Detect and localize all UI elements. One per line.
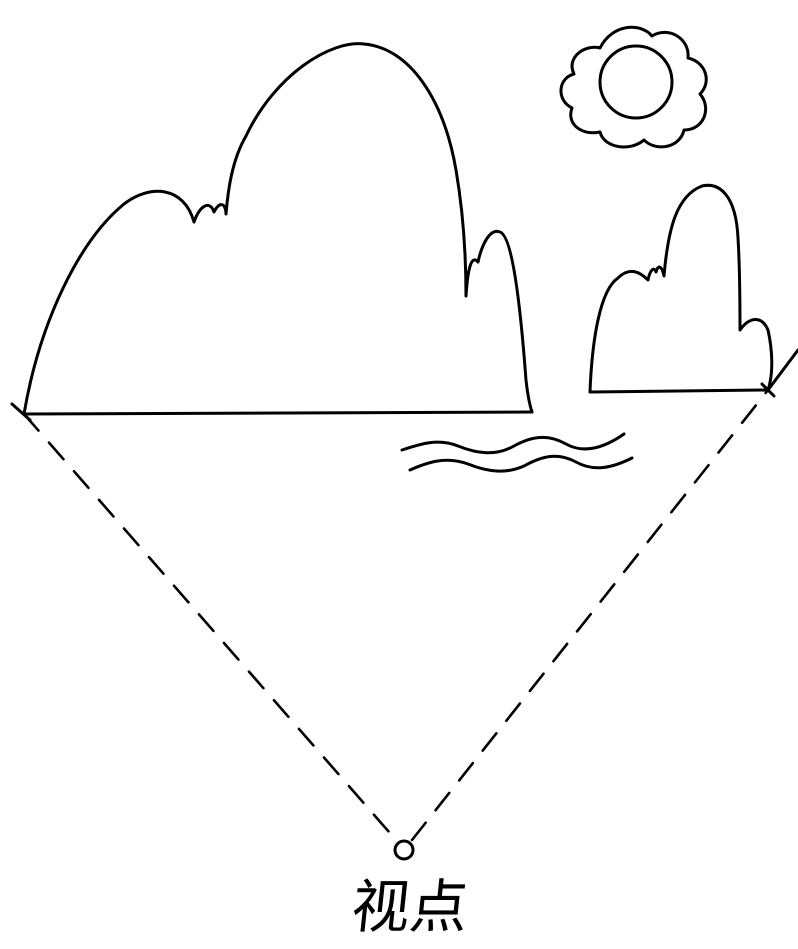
sightline-left [12,404,396,840]
large-mountain [24,44,532,414]
viewpoint-label: 视点 [337,878,483,936]
sun-icon [561,27,706,147]
small-mountain [590,185,772,392]
viewpoint-marker [395,841,413,859]
water-waves [402,434,632,471]
sightline-right [412,350,798,840]
